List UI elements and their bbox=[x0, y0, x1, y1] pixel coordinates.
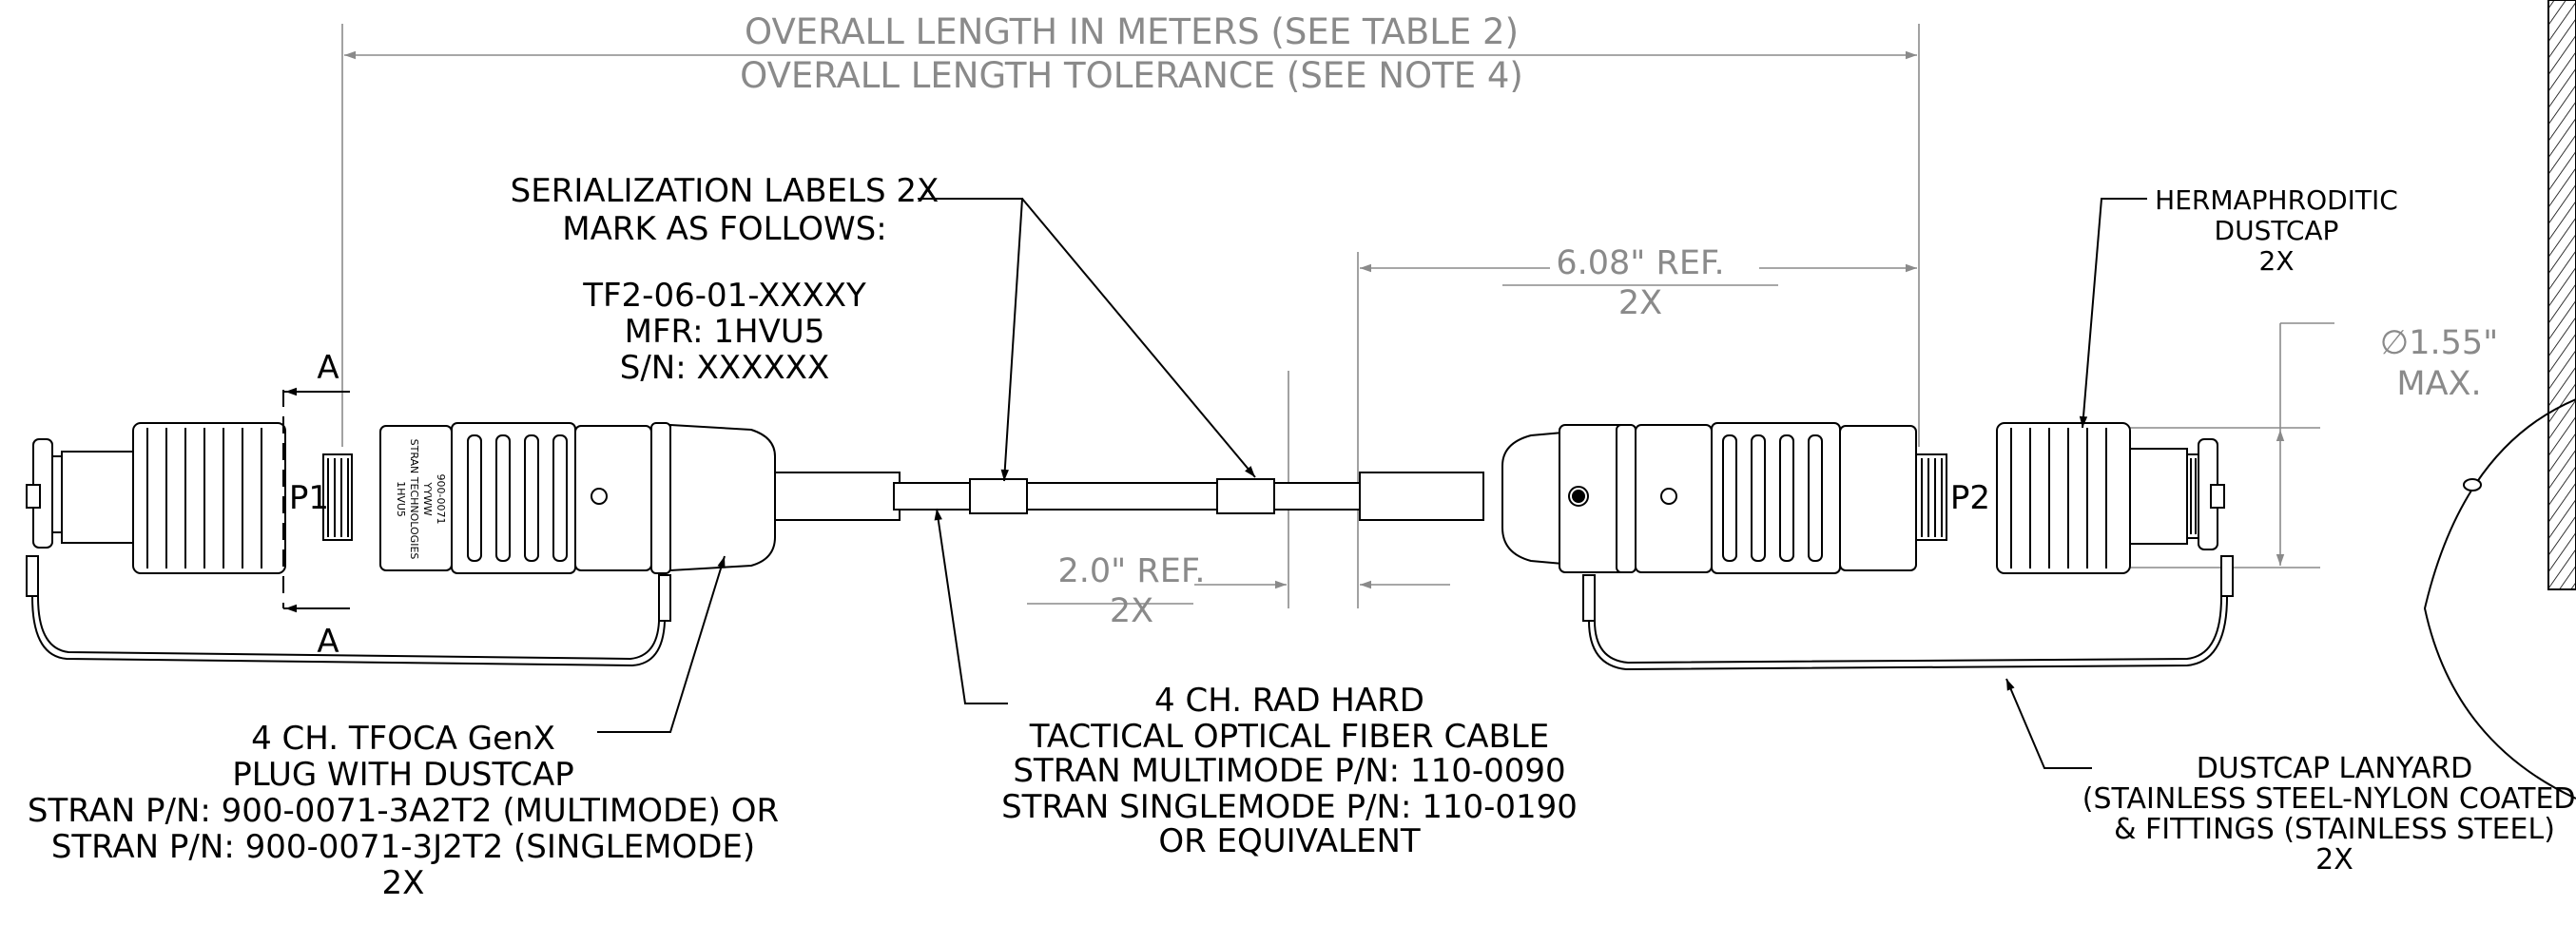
plug-callout-3: STRAN P/N: 900-0071-3A2T2 (MULTIMODE) OR bbox=[28, 792, 779, 830]
serialization-callout-2: MARK AS FOLLOWS: bbox=[562, 210, 886, 248]
boot-ref-text-2: 2X bbox=[1618, 284, 1662, 322]
diameter-text-1: ∅1.55" bbox=[2380, 324, 2499, 362]
lanyard-right bbox=[1582, 555, 2234, 671]
lanyard-callout-1: DUSTCAP LANYARD bbox=[2197, 752, 2473, 785]
lanyard-callout-4: 2X bbox=[2315, 843, 2353, 877]
dustcap-callout-3: 2X bbox=[2259, 245, 2295, 277]
callout-leaders bbox=[597, 198, 2147, 769]
connector-p1: 900-0071 YYWW STRAN TECHNOLOGIES 1HVU5 bbox=[26, 422, 776, 574]
serialization-label-right bbox=[1216, 478, 1275, 514]
plug-callout-1: 4 CH. TFOCA GenX bbox=[251, 720, 555, 758]
lanyard-left bbox=[26, 555, 671, 667]
dustcap-callout-1: HERMAPHRODITIC bbox=[2155, 184, 2398, 216]
boot-ref-dimension: 6.08" REF. 2X bbox=[1357, 244, 1917, 608]
label-ref-text-1: 2.0" REF. bbox=[1058, 552, 1206, 590]
section-marker-bottom: A bbox=[317, 623, 339, 661]
housing-text-2: STRAN TECHNOLOGIES bbox=[408, 439, 420, 560]
boot-ref-text-1: 6.08" REF. bbox=[1556, 244, 1724, 282]
housing-text-3: 1HVU5 bbox=[395, 481, 407, 517]
overall-length-dimension: OVERALL LENGTH IN METERS (SEE TABLE 2) O… bbox=[341, 11, 1920, 447]
serialization-callout-1: SERIALIZATION LABELS 2X bbox=[511, 172, 939, 210]
lanyard-callout-2: (STAINLESS STEEL-NYLON COATED) bbox=[2082, 782, 2576, 816]
housing-marking-left: 900-0071 YYWW STRAN TECHNOLOGIES 1HVU5 bbox=[395, 439, 447, 560]
section-a-a-marker: A A bbox=[282, 349, 350, 661]
connector-label-p2: P2 bbox=[1950, 479, 1990, 517]
section-marker-top: A bbox=[317, 349, 339, 387]
dustcap-right bbox=[1996, 422, 2131, 574]
cable-callout-5: OR EQUIVALENT bbox=[1158, 822, 1421, 860]
overall-length-text-2: OVERALL LENGTH TOLERANCE (SEE NOTE 4) bbox=[740, 55, 1523, 96]
connector-label-p1: P1 bbox=[289, 479, 329, 517]
serialization-callout-4: MFR: 1HVU5 bbox=[625, 313, 825, 351]
end-view-partial bbox=[2423, 0, 2576, 800]
plug-callout-4: STRAN P/N: 900-0071-3J2T2 (SINGLEMODE) bbox=[51, 828, 755, 866]
cable-callout-4: STRAN SINGLEMODE P/N: 110-0190 bbox=[1001, 788, 1578, 826]
serialization-callout-3: TF2-06-01-XXXXY bbox=[582, 277, 866, 315]
cable bbox=[769, 472, 1484, 521]
label-ref-text-2: 2X bbox=[1110, 592, 1153, 630]
diameter-text-2: MAX. bbox=[2396, 365, 2481, 403]
connector-p2 bbox=[1501, 422, 2225, 574]
overall-length-text-1: OVERALL LENGTH IN METERS (SEE TABLE 2) bbox=[745, 11, 1519, 52]
serialization-label-left bbox=[969, 478, 1028, 514]
cable-callout-3: STRAN MULTIMODE P/N: 110-0090 bbox=[1013, 752, 1565, 790]
dustcap-left bbox=[132, 422, 286, 574]
lanyard-callout-3: & FITTINGS (STAINLESS STEEL) bbox=[2114, 813, 2555, 846]
plug-callout-2: PLUG WITH DUSTCAP bbox=[232, 756, 574, 794]
diameter-dimension: ∅1.55" MAX. bbox=[2130, 322, 2499, 568]
serialization-callout-5: S/N: XXXXXX bbox=[620, 349, 830, 387]
cable-callout-1: 4 CH. RAD HARD bbox=[1154, 682, 1424, 720]
cable-callout-2: TACTICAL OPTICAL FIBER CABLE bbox=[1029, 718, 1549, 756]
housing-text-0: 900-0071 bbox=[435, 474, 447, 525]
plug-callout-5: 2X bbox=[382, 864, 425, 902]
label-ref-dimension: 2.0" REF. 2X bbox=[1027, 371, 1450, 630]
dustcap-callout-2: DUSTCAP bbox=[2215, 215, 2339, 246]
housing-text-1: YYWW bbox=[421, 481, 434, 515]
